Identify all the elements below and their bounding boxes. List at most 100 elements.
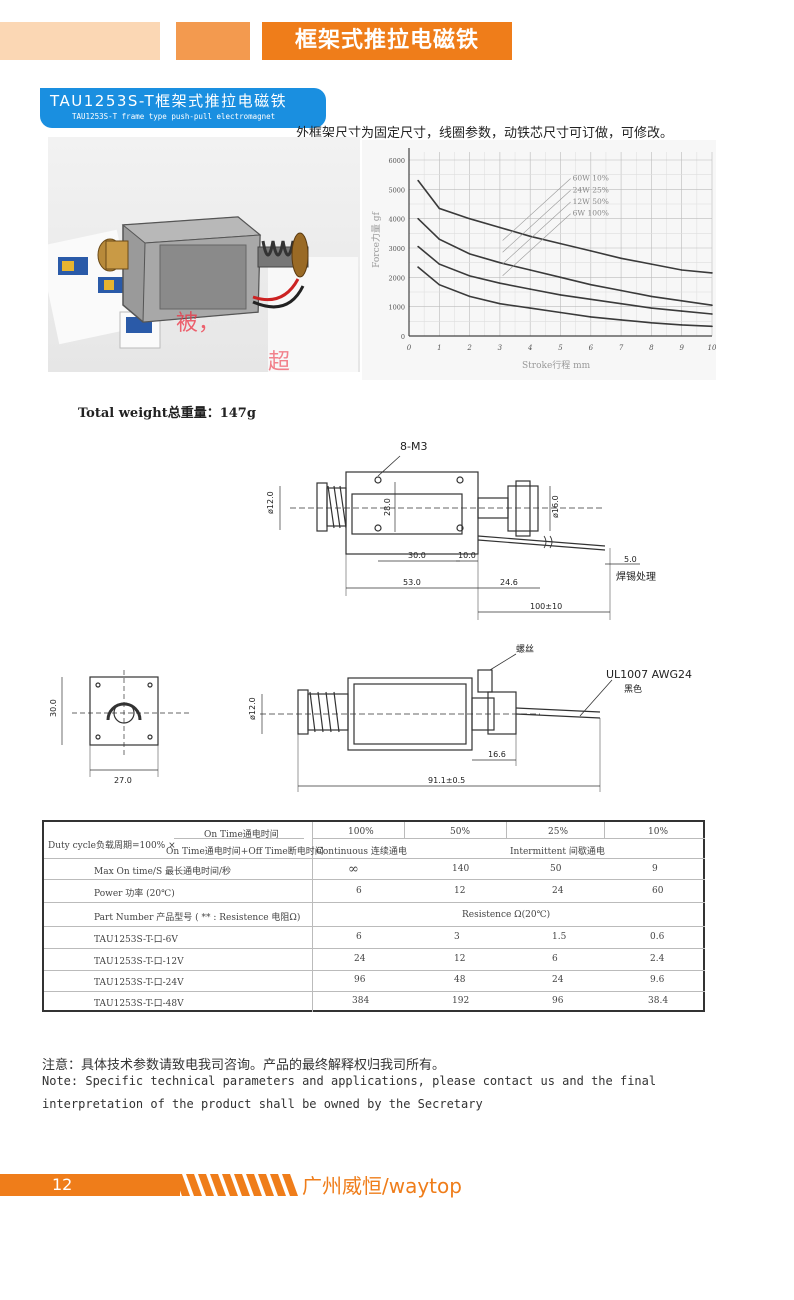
photo-stamp-2: 超 <box>268 350 290 372</box>
series-point-0 <box>559 242 562 245</box>
series-point-1 <box>559 276 562 279</box>
legend-leader <box>502 213 571 276</box>
series-point-2 <box>468 275 471 277</box>
series-point-0 <box>590 250 592 252</box>
x-tick-label: 6 <box>589 344 594 352</box>
x-tick-label: 5 <box>558 344 563 352</box>
part-48v-50: 192 <box>452 996 470 1006</box>
series-point-1 <box>417 217 419 220</box>
dim-30: 30.0 <box>408 551 426 560</box>
resist-label: Resistence Ω(20℃) <box>462 910 551 920</box>
x-tick-label: 2 <box>466 344 472 352</box>
power-25: 24 <box>552 886 564 896</box>
power-10: 60 <box>652 886 664 896</box>
series-point-3 <box>620 319 622 321</box>
series-point-1 <box>529 269 531 271</box>
y-tick-label: 4000 <box>388 216 405 224</box>
part-12v: TAU1253S-T-口-12V <box>94 957 184 967</box>
intermittent-label: Intermittent 间歇通电 <box>510 847 605 857</box>
continuous-label: Continuous 连续通电 <box>316 847 407 857</box>
dim-100: 100±10 <box>530 602 562 611</box>
part-6v-100: 6 <box>356 932 362 942</box>
photo-stamp-1: 被， <box>176 311 220 336</box>
dim-8-m3: 8-M3 <box>400 440 427 453</box>
max-on-50: 140 <box>452 864 470 874</box>
series-point-3 <box>590 316 592 318</box>
max-on-10: 9 <box>652 864 658 874</box>
duty-100: 100% <box>348 827 374 837</box>
wire-label: UL1007 AWG24 <box>606 668 692 681</box>
footer-bar <box>0 1174 180 1196</box>
drawing-end-view: 30.0 27.0 <box>49 670 192 785</box>
series-point-2 <box>499 282 501 284</box>
duty-10: 10% <box>648 827 669 837</box>
series-point-1 <box>438 238 441 240</box>
product-title: TAU1253S-T框架式推拉电磁铁 <box>50 92 288 110</box>
series-point-2 <box>590 298 592 301</box>
part-label: Part Number 产品型号 ( ** : Resistence 电阻Ω) <box>94 913 301 923</box>
spec-table: Duty cycle负载周期=100% × On Time通电时间 On Tim… <box>42 820 705 1012</box>
part-12v-100: 24 <box>354 954 366 964</box>
product-subtitle: TAU1253S-T frame type push-pull electrom… <box>72 112 276 121</box>
max-on-label: Max On time/S 最长通电时间/秒 <box>94 867 231 877</box>
part-48v-25: 96 <box>552 996 564 1006</box>
series-point-2 <box>417 245 419 248</box>
legend-label: 6W 100% <box>573 209 609 218</box>
series-point-1 <box>590 283 592 286</box>
x-axis-label: Stroke行程 mm <box>522 359 591 371</box>
series-point-2 <box>650 307 653 309</box>
series-point-3 <box>468 295 471 298</box>
part-12v-10: 2.4 <box>650 954 665 964</box>
y-tick-label: 5000 <box>388 186 405 194</box>
part-24v: TAU1253S-T-口-24V <box>94 978 184 988</box>
legend-label: 60W 10% <box>573 174 609 183</box>
part-12v-25: 6 <box>552 954 558 964</box>
note-english-1: Note: Specific technical parameters and … <box>42 1074 657 1088</box>
part-24v-25: 24 <box>552 975 564 985</box>
part-12v-50: 12 <box>454 954 466 964</box>
series-line-3 <box>417 266 713 328</box>
series-point-3 <box>680 324 683 326</box>
series-point-1 <box>468 253 471 255</box>
y-tick-label: 6000 <box>388 157 405 165</box>
legend-leader <box>502 190 571 253</box>
series-point-0 <box>468 217 471 220</box>
series-point-0 <box>417 179 419 182</box>
dim-d12: ø12.0 <box>266 491 275 514</box>
part-6v: TAU1253S-T-口-6V <box>94 935 178 945</box>
note-chinese: 注意：具体技术参数请致电我司咨询。产品的最终解释权归我司所有。 <box>42 1058 446 1073</box>
legend-label: 12W 50% <box>573 197 609 206</box>
page-number: 12 <box>52 1175 73 1194</box>
series-point-2 <box>559 294 562 296</box>
total-weight: Total weight总重量：147g <box>78 406 256 421</box>
duty-label: Duty cycle负载周期=100% × <box>48 841 176 851</box>
series-point-0 <box>680 269 683 271</box>
series-point-2 <box>711 313 713 315</box>
series-line-0 <box>417 180 713 274</box>
on-off-label: On Time通电时间+Off Time断电时间 <box>166 847 324 857</box>
x-tick-label: 4 <box>527 344 532 352</box>
x-tick-label: 0 <box>407 344 412 352</box>
part-48v-100: 384 <box>352 996 370 1006</box>
dim-10: 10.0 <box>458 551 476 560</box>
dim-28: 28.0 <box>383 498 392 516</box>
series-point-1 <box>711 304 713 306</box>
series-point-0 <box>529 235 531 238</box>
drawing-top-view: 8-M3 ø12.0 28.0 ø16.0 30.0 10.0 5.0 焊锡处理… <box>266 440 656 620</box>
power-50: 12 <box>454 886 466 896</box>
dim-91-1: 91.1±0.5 <box>428 776 465 785</box>
series-point-0 <box>438 207 441 210</box>
part-6v-50: 3 <box>454 932 460 942</box>
header-bar-mid <box>176 22 250 60</box>
series-point-3 <box>417 266 419 268</box>
y-tick-label: 1000 <box>388 304 405 312</box>
footer-brand: 广州威恒/waytop <box>302 1174 462 1198</box>
dim-30-h: 30.0 <box>49 699 58 717</box>
dim-d12-side: ø12.0 <box>248 697 257 720</box>
max-on-25: 50 <box>550 864 562 874</box>
series-point-3 <box>438 283 441 286</box>
on-time-label: On Time通电时间 <box>204 830 279 840</box>
legend-leader <box>502 178 571 241</box>
